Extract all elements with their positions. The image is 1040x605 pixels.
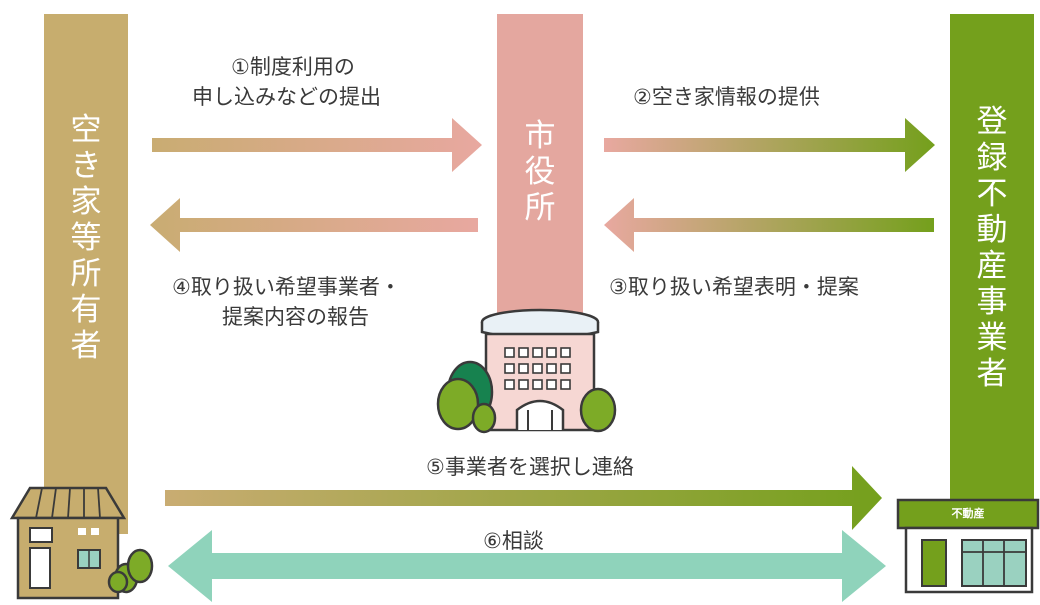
step4-line1: ④取り扱い希望事業者・ (172, 275, 401, 299)
city-hall-column (497, 14, 583, 314)
real-estate-label: 登 録 不 動 産 事 業 者 (976, 104, 1008, 392)
owner-label: 空 き 家 等 所 有 者 (70, 112, 102, 364)
step2-label: ②空き家情報の提供 (633, 85, 820, 109)
trees-icon (436, 360, 617, 434)
arrow-step6 (168, 530, 886, 602)
house-icon (9, 486, 154, 600)
real-estate-column (950, 14, 1034, 524)
arrow-step1 (152, 118, 482, 172)
arrow-step5 (165, 466, 882, 530)
real-estate-shop-icon (896, 498, 1040, 594)
step6-label: ⑥相談 (483, 529, 544, 553)
step1-line1: ①制度利用の (231, 55, 355, 79)
arrow-step2 (604, 118, 935, 172)
shop-sign-text: 不動産 (951, 507, 985, 520)
arrow-step4 (150, 198, 478, 252)
city-hall-label: 市 役 所 (524, 118, 556, 226)
city-hall-building-icon (480, 308, 600, 432)
step4-line2: 提案内容の報告 (222, 305, 369, 329)
step3-label: ③取り扱い希望表明・提案 (609, 275, 859, 299)
owner-column (44, 14, 128, 534)
step5-label: ⑤事業者を選択し連絡 (426, 455, 634, 479)
arrow-step3 (604, 198, 934, 252)
step1-line2: 申し込みなどの提出 (192, 85, 381, 109)
